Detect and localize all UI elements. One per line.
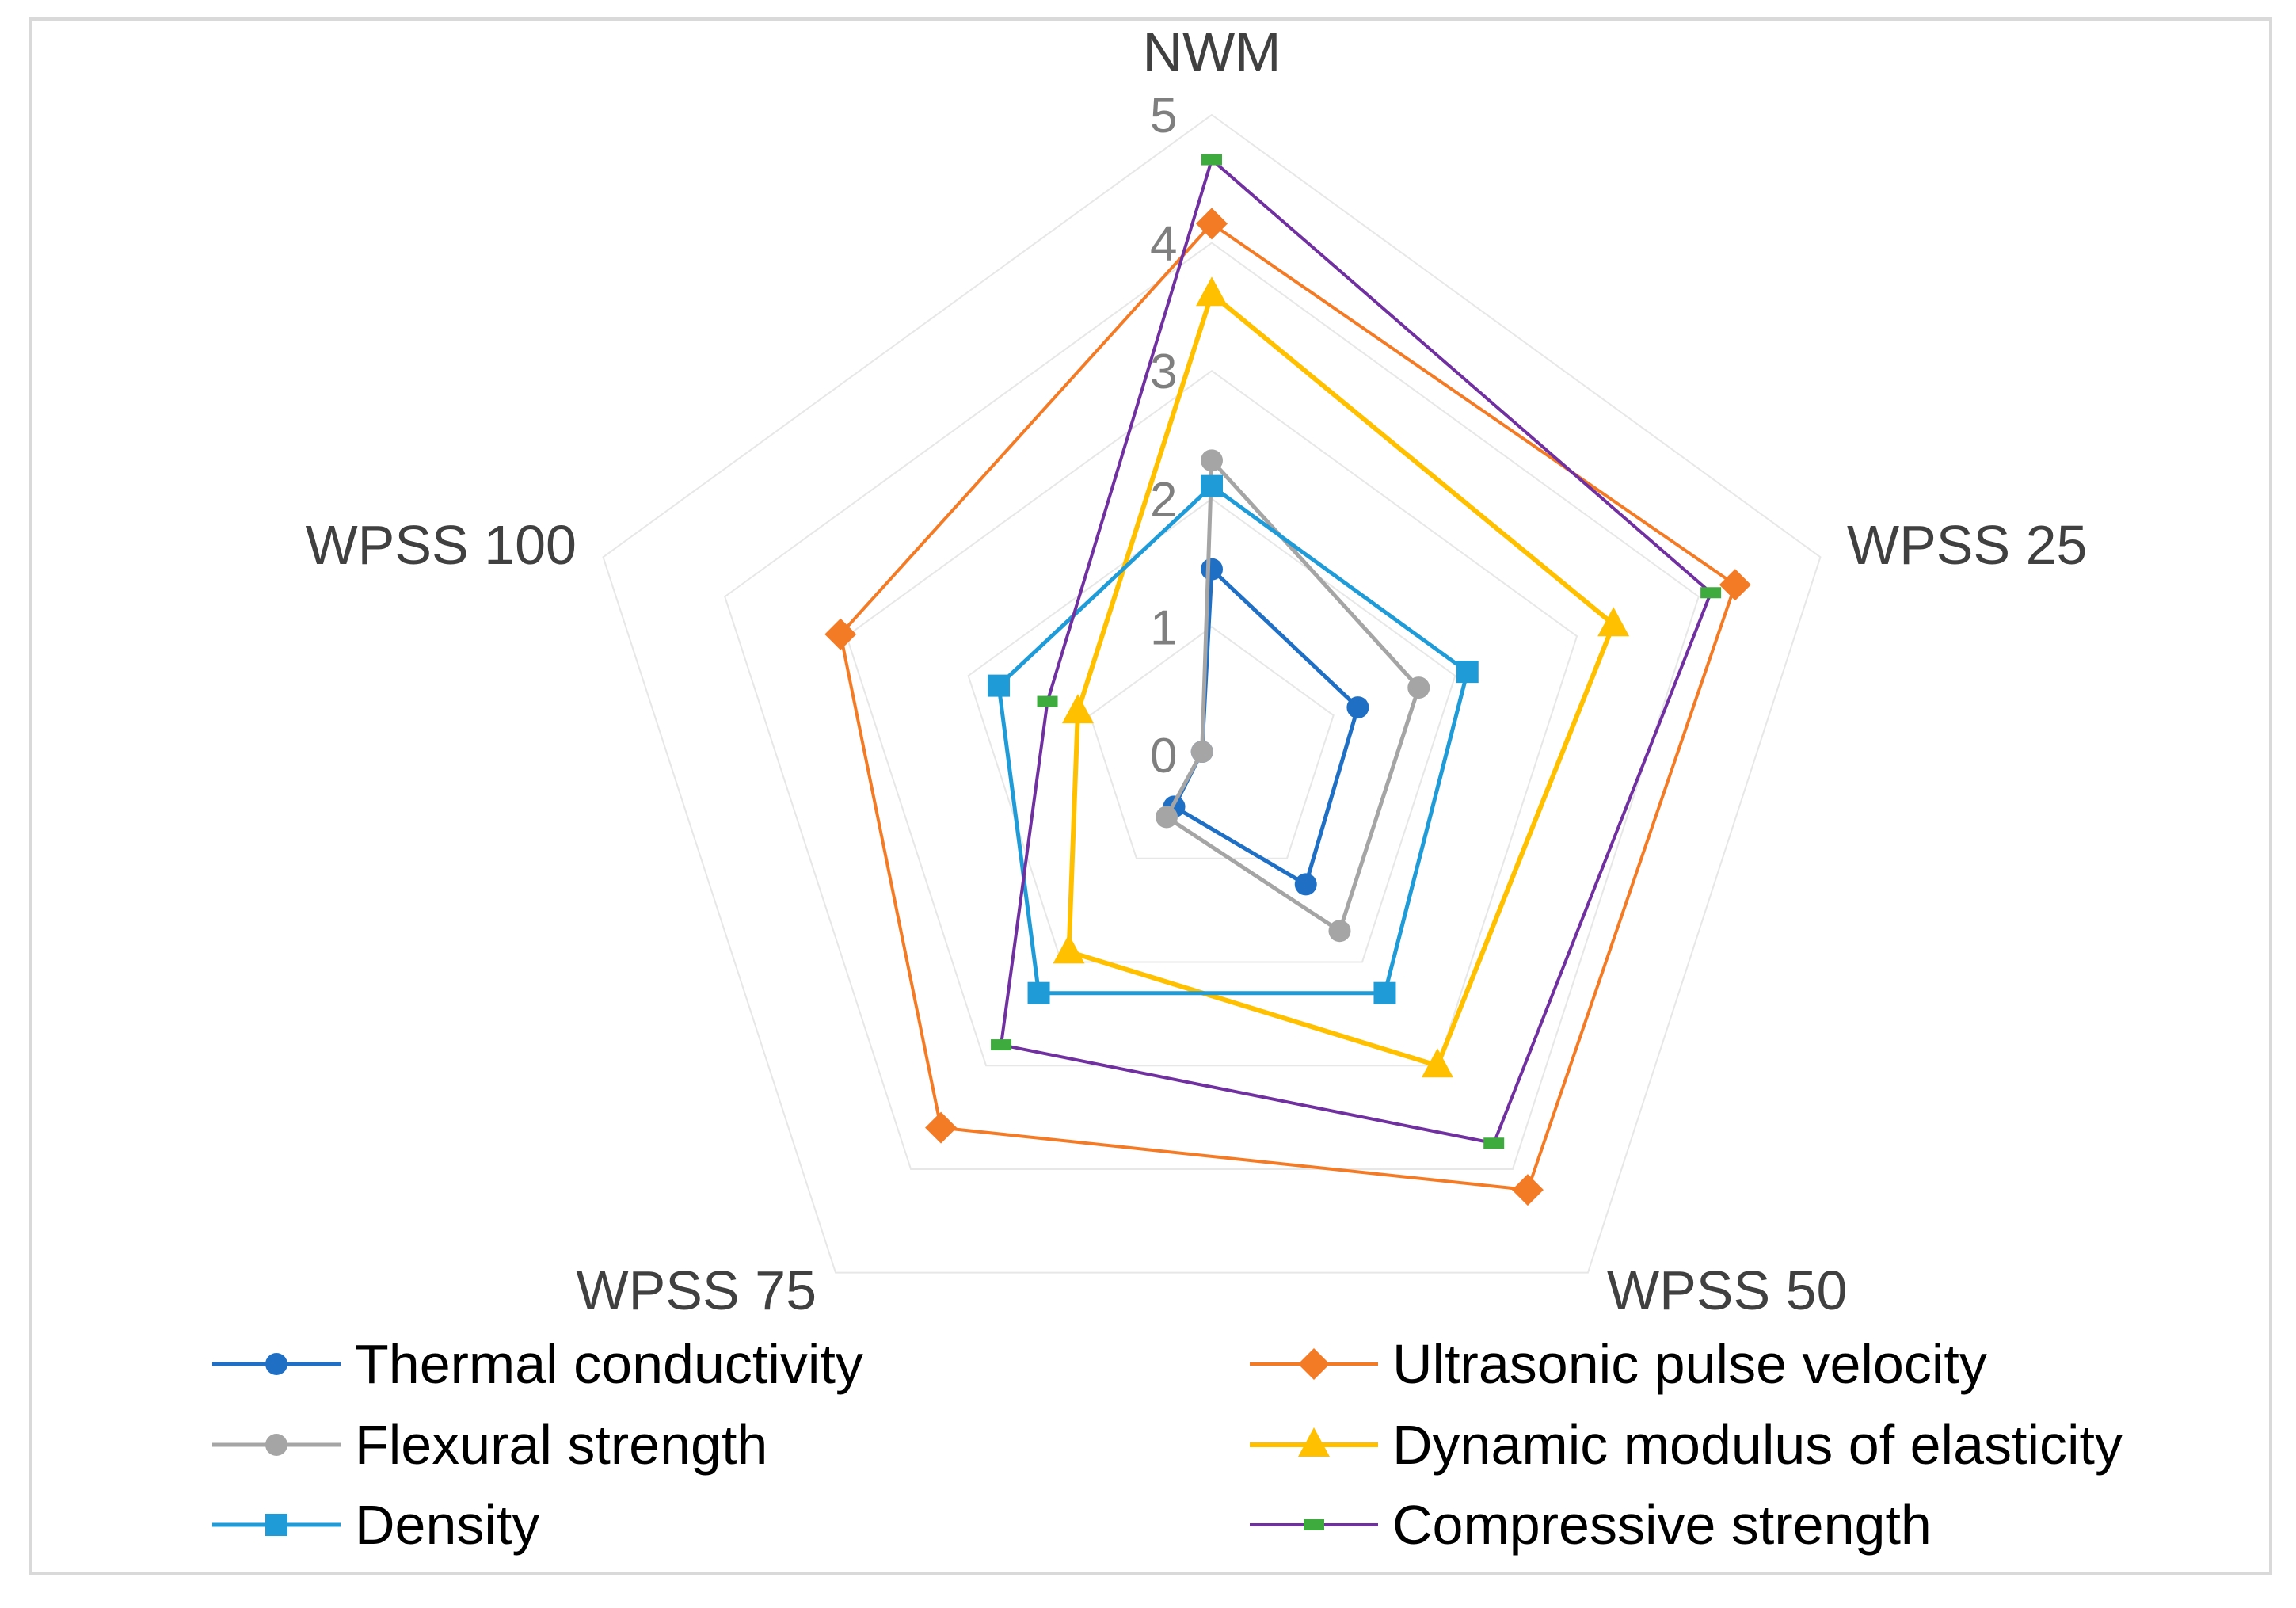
data-point-density-wpss-75 [1027,981,1050,1004]
tick-label: 5 [1150,89,1177,143]
legend-label: Thermal conductivity [355,1333,863,1395]
data-point-compressive-strength-nwm [1201,154,1222,166]
tick-label: 2 [1150,473,1177,528]
grid-ring-5 [602,113,1822,1274]
category-label-nwm: NWM [1143,21,1281,83]
legend-label: Compressive strength [1392,1494,1932,1556]
data-point-compressive-strength-wpss-75 [991,1039,1012,1051]
legend-label: Density [355,1494,539,1556]
legend-item-compressive-strength: Compressive strength [1250,1494,1932,1556]
data-point-density-wpss-50 [1373,981,1396,1004]
data-point-flexural-strength-nwm [1201,449,1223,472]
data-point-density-wpss-100 [988,674,1011,697]
legend-swatch-marker [265,1514,287,1536]
data-point-thermal-conductivity-wpss-50 [1294,873,1317,896]
legend-swatch-marker [1298,1427,1330,1457]
legend-swatch-marker [1304,1519,1324,1530]
data-point-ultrasonic-pulse-velocity-wpss-100 [824,618,857,650]
data-point-compressive-strength-wpss-50 [1483,1137,1505,1149]
data-point-ultrasonic-pulse-velocity-wpss-75 [925,1111,958,1144]
legend-label: Ultrasonic pulse velocity [1392,1333,1987,1395]
series-layer [824,154,1751,1206]
series-ultrasonic-pulse-velocity [824,208,1751,1206]
radar-grid [602,113,1822,1274]
legend-label: Dynamic modulus of elasticity [1392,1414,2123,1476]
legend-item-thermal-conductivity: Thermal conductivity [212,1333,863,1395]
data-point-flexural-strength-wpss-25 [1407,676,1430,699]
data-point-thermal-conductivity-nwm [1201,558,1223,581]
data-point-ultrasonic-pulse-velocity-wpss-25 [1719,569,1751,601]
tick-label: 4 [1150,217,1177,272]
category-labels: NWM WPSS 25 WPSS 50 WPSS 75 WPSS 100 [306,21,2088,1321]
series-line-density [996,484,1470,996]
data-point-flexural-strength-wpss-75 [1156,806,1178,829]
radial-tick-labels: 0 1 2 3 4 5 [1150,89,1177,783]
grid-ring-1 [1089,626,1335,859]
data-point-density-wpss-25 [1456,661,1479,684]
series-density [988,474,1479,1004]
grid-ring-4 [724,242,1700,1170]
legend-swatch-marker [265,1353,287,1375]
legend-item-flexural-strength: Flexural strength [212,1414,767,1476]
legend-item-density: Density [212,1494,539,1556]
category-label-wpss-75: WPSS 75 [577,1259,817,1321]
series-line-dynamic-modulus-of-elasticity [1066,291,1616,1069]
legend-swatch-marker [265,1434,287,1456]
legend-swatch-marker [1298,1348,1330,1380]
legend-item-dynamic-modulus-of-elasticity: Dynamic modulus of elasticity [1250,1414,2123,1476]
series-line-flexural-strength [1164,458,1421,933]
category-label-wpss-25: WPSS 25 [1847,514,2087,576]
series-flexural-strength [1156,449,1430,943]
data-point-ultrasonic-pulse-velocity-nwm [1196,208,1228,240]
series-line-compressive-strength [1000,158,1713,1145]
data-point-thermal-conductivity-wpss-25 [1346,696,1369,719]
legend-item-ultrasonic-pulse-velocity: Ultrasonic pulse velocity [1250,1333,1987,1395]
legend: Thermal conductivity Ultrasonic pulse vel… [212,1333,2123,1556]
series-line-ultrasonic-pulse-velocity [839,222,1737,1192]
data-point-flexural-strength-wpss-100 [1190,741,1213,764]
category-label-wpss-100: WPSS 100 [306,514,577,576]
data-point-compressive-strength-wpss-25 [1700,587,1722,599]
data-point-dynamic-modulus-of-elasticity-wpss-25 [1597,607,1630,637]
grid-ring-2 [967,497,1456,963]
series-dynamic-modulus-of-elasticity [1053,276,1630,1078]
tick-label: 0 [1150,729,1177,783]
series-thermal-conductivity [1163,558,1369,896]
tick-label: 1 [1150,600,1177,655]
tick-label: 3 [1150,345,1177,399]
series-compressive-strength [991,154,1722,1149]
data-point-dynamic-modulus-of-elasticity-nwm [1196,276,1228,307]
data-point-dynamic-modulus-of-elasticity-wpss-75 [1053,934,1085,964]
data-point-flexural-strength-wpss-50 [1328,920,1351,943]
data-point-density-nwm [1201,474,1223,497]
data-point-compressive-strength-wpss-100 [1037,695,1058,707]
legend-label: Flexural strength [355,1414,767,1476]
chart-frame [29,17,2272,1575]
data-point-dynamic-modulus-of-elasticity-wpss-100 [1061,694,1094,724]
data-point-ultrasonic-pulse-velocity-wpss-50 [1511,1174,1544,1206]
data-point-dynamic-modulus-of-elasticity-wpss-50 [1421,1048,1453,1078]
grid-ring-3 [845,369,1578,1067]
category-label-wpss-50: WPSS 50 [1607,1259,1847,1321]
